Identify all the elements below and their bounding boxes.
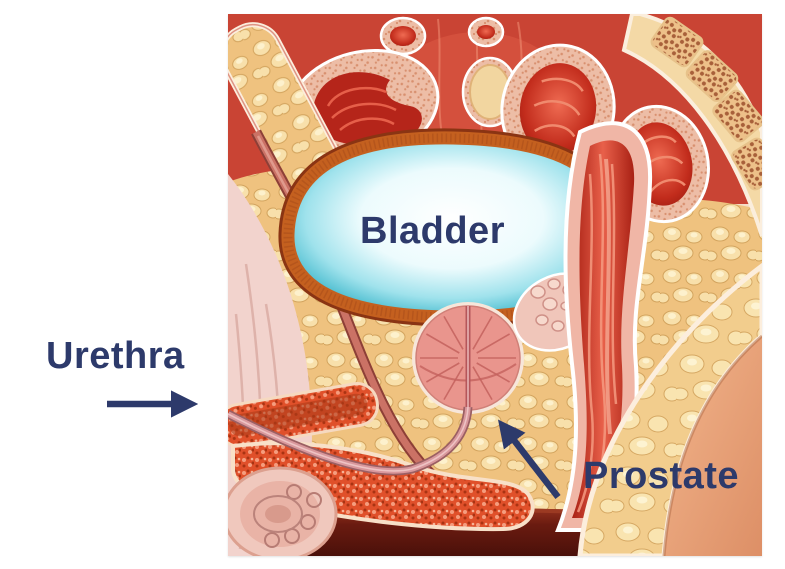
- bladder-label: Bladder: [360, 210, 505, 252]
- anatomy-illustration: [228, 14, 762, 556]
- urethra-tube: [228, 406, 473, 476]
- urethra-label: Urethra: [46, 335, 185, 377]
- testis: [228, 466, 338, 556]
- sacrum-bone: [621, 14, 762, 237]
- prostate-gland: [412, 302, 524, 414]
- prostate-label: Prostate: [583, 455, 740, 497]
- skin-area: [662, 334, 762, 556]
- bladder-shape: [278, 128, 626, 327]
